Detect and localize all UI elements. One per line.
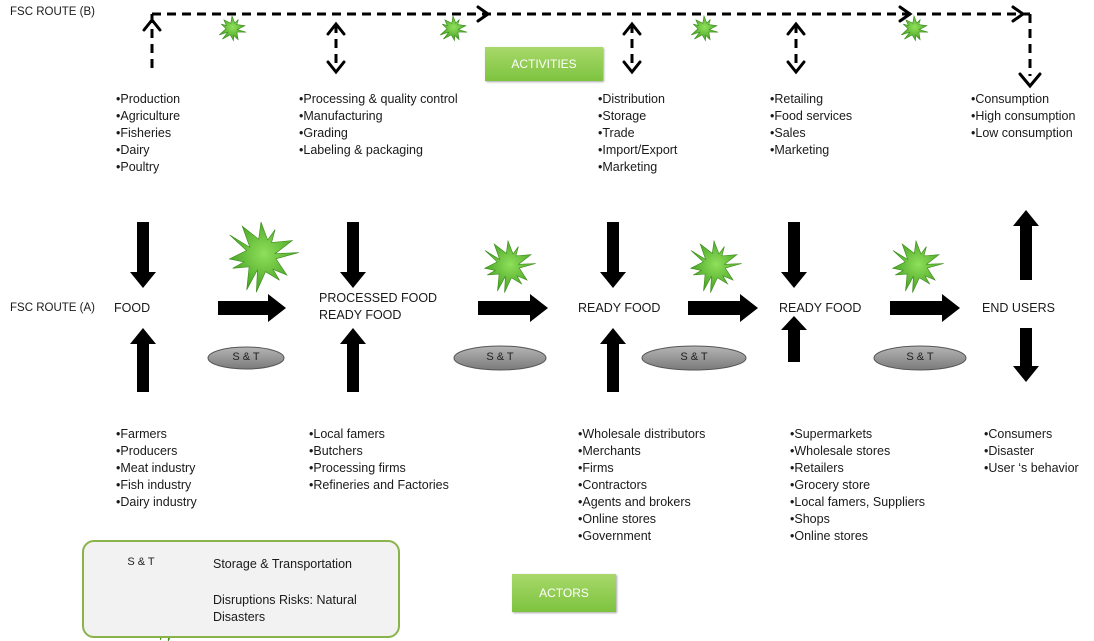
list-item: •Disaster bbox=[984, 444, 1035, 458]
list-item: •Wholesale stores bbox=[790, 444, 891, 458]
list-item: •Producers bbox=[116, 444, 178, 458]
st-label: S & T bbox=[232, 351, 260, 363]
stage-processed-ready-food: READY FOOD bbox=[319, 308, 402, 322]
list-item: •Distribution bbox=[598, 92, 665, 106]
actors-list-food: •Farmers •Producers •Meat industry •Fish… bbox=[116, 426, 197, 511]
activities-list-processing: •Processing & quality control •Manufactu… bbox=[299, 91, 458, 159]
legend-st-label: S & T bbox=[127, 556, 155, 568]
list-item: •Grading bbox=[299, 126, 348, 140]
st-label: S & T bbox=[680, 351, 708, 363]
activity-down-arrows bbox=[130, 222, 807, 288]
flow-right-arrows bbox=[218, 294, 960, 322]
activities-box: ACTIVITIES bbox=[485, 47, 603, 81]
stage-processed-food: PROCESSED FOOD bbox=[319, 291, 438, 305]
actors-box: ACTORS bbox=[512, 574, 616, 612]
legend-risk-text-1: Disruptions Risks: Natural bbox=[213, 593, 357, 607]
list-item: •Consumers bbox=[984, 427, 1053, 441]
list-item: •Shops bbox=[790, 512, 830, 526]
route-b-risk-bursts bbox=[218, 14, 929, 42]
list-item: •Marketing bbox=[598, 160, 658, 174]
activities-list-retailing: •Retailing •Food services •Sales •Market… bbox=[770, 91, 852, 159]
list-item: •Online stores bbox=[578, 512, 657, 526]
list-item: •Contractors bbox=[578, 478, 647, 492]
list-item: •Agents and brokers bbox=[578, 495, 691, 509]
list-item: •Marketing bbox=[770, 143, 830, 157]
list-item: •Online stores bbox=[790, 529, 869, 543]
actor-up-arrows bbox=[130, 316, 807, 392]
route-b-line bbox=[150, 12, 1032, 76]
risk-burst-icon bbox=[900, 14, 929, 42]
list-item: •Retailers bbox=[790, 461, 844, 475]
list-item: •Refineries and Factories bbox=[309, 478, 449, 492]
list-item: •User ‘s behavior bbox=[984, 461, 1079, 475]
actors-list-retail: •Supermarkets •Wholesale stores •Retaile… bbox=[790, 426, 925, 545]
list-item: •Production bbox=[116, 92, 181, 106]
list-item: •Storage bbox=[598, 109, 647, 123]
route-b-label: FSC ROUTE (B) bbox=[10, 6, 95, 18]
st-label: S & T bbox=[486, 351, 514, 363]
risk-burst-icon bbox=[483, 239, 536, 293]
list-item: •Dairy bbox=[116, 143, 150, 157]
route-b-arrowheads bbox=[142, 5, 1042, 89]
list-item: •Local famers bbox=[309, 427, 385, 441]
legend-box bbox=[82, 540, 400, 638]
risk-burst-icon bbox=[689, 239, 742, 293]
list-item: •Trade bbox=[598, 126, 635, 140]
legend-st-text: Storage & Transportation bbox=[213, 557, 352, 571]
route-a-risk-bursts bbox=[228, 221, 944, 293]
list-item: •Consumption bbox=[971, 92, 1050, 106]
end-user-arrows bbox=[1013, 210, 1039, 382]
legend-risk-text-2: Disasters bbox=[213, 610, 266, 624]
list-item: •High consumption bbox=[971, 109, 1076, 123]
stage-food: FOOD bbox=[114, 301, 151, 315]
list-item: •Government bbox=[578, 529, 652, 543]
list-item: •Manufacturing bbox=[299, 109, 383, 123]
actors-list-end-users: •Consumers •Disaster •User ‘s behavior bbox=[984, 426, 1079, 477]
risk-burst-icon bbox=[228, 221, 299, 293]
list-item: •Supermarkets bbox=[790, 427, 873, 441]
list-item: •Import/Export bbox=[598, 143, 678, 157]
list-item: •Fish industry bbox=[116, 478, 192, 492]
risk-burst-icon bbox=[891, 239, 944, 293]
list-item: •Low consumption bbox=[971, 126, 1073, 140]
stage-end-users: END USERS bbox=[982, 301, 1055, 315]
list-item: •Food services bbox=[770, 109, 853, 123]
list-item: •Processing firms bbox=[309, 461, 406, 475]
list-item: •Agriculture bbox=[116, 109, 181, 123]
list-item: •Meat industry bbox=[116, 461, 196, 475]
activities-list-consumption: •Consumption •High consumption •Low cons… bbox=[971, 91, 1075, 142]
route-a-label: FSC ROUTE (A) bbox=[10, 302, 95, 314]
list-item: •Merchants bbox=[578, 444, 641, 458]
st-label: S & T bbox=[906, 351, 934, 363]
risk-burst-icon bbox=[439, 14, 468, 42]
stage-ready-food-1: READY FOOD bbox=[578, 301, 661, 315]
list-item: •Sales bbox=[770, 126, 806, 140]
list-item: •Firms bbox=[578, 461, 614, 475]
activities-list-distribution: •Distribution •Storage •Trade •Import/Ex… bbox=[598, 91, 677, 176]
risk-burst-icon bbox=[690, 14, 719, 42]
list-item: •Farmers bbox=[116, 427, 167, 441]
list-item: •Grocery store bbox=[790, 478, 871, 492]
list-item: •Labeling & packaging bbox=[299, 143, 423, 157]
actors-list-distribution: •Wholesale distributors •Merchants •Firm… bbox=[578, 426, 705, 545]
list-item: •Fisheries bbox=[116, 126, 172, 140]
list-item: •Butchers bbox=[309, 444, 363, 458]
list-item: •Local famers, Suppliers bbox=[790, 495, 925, 509]
list-item: •Wholesale distributors bbox=[578, 427, 706, 441]
activities-list-production: •Production •Agriculture •Fisheries •Dai… bbox=[116, 91, 180, 176]
stage-ready-food-2: READY FOOD bbox=[779, 301, 862, 315]
list-item: •Dairy industry bbox=[116, 495, 197, 509]
actors-list-processed: •Local famers •Butchers •Processing firm… bbox=[309, 426, 449, 494]
risk-burst-icon bbox=[218, 14, 247, 42]
list-item: •Retailing bbox=[770, 92, 824, 106]
list-item: •Poultry bbox=[116, 160, 160, 174]
list-item: •Processing & quality control bbox=[299, 92, 458, 106]
